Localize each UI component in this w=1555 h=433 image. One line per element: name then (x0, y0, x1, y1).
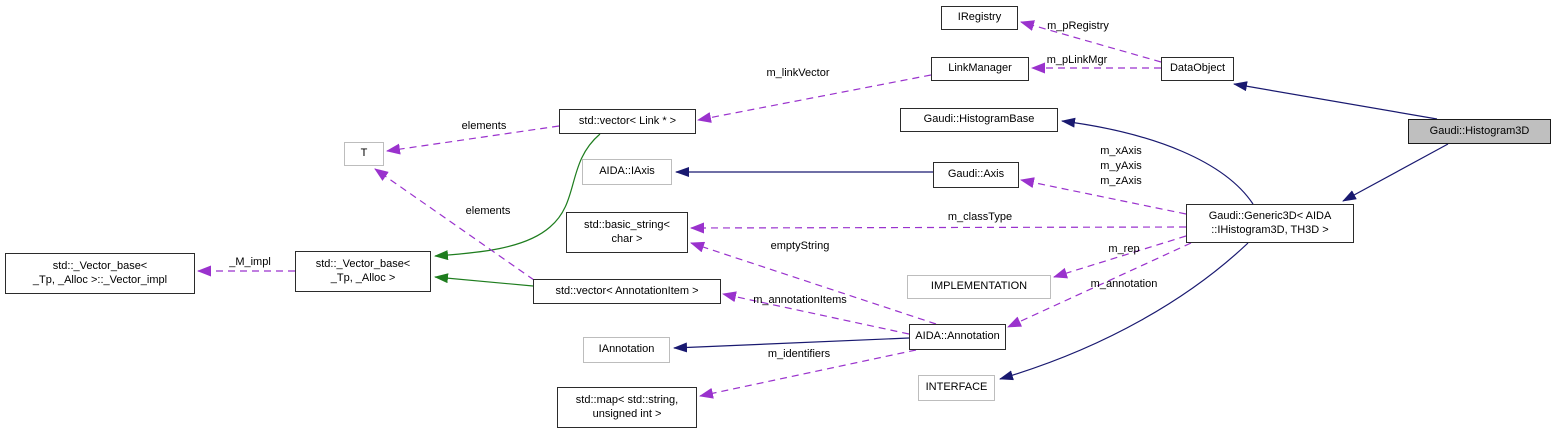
node-interface[interactable]: INTERFACE (918, 375, 995, 401)
node-vectorannotationitem[interactable]: std::vector< AnnotationItem > (533, 279, 721, 304)
node-annotation[interactable]: AIDA::Annotation (909, 324, 1006, 350)
node-dataobject[interactable]: DataObject (1161, 57, 1234, 81)
edge-histogram3d-generic3d (1342, 143, 1449, 202)
edge-vectorlink-t (386, 125, 560, 155)
edge-generic3d-implementation (1053, 235, 1187, 279)
node-aidaiaxis[interactable]: AIDA::IAxis (582, 159, 672, 185)
node-iregistry[interactable]: IRegistry (941, 6, 1018, 30)
node-histogram3d[interactable]: Gaudi::Histogram3D (1408, 119, 1551, 144)
node-implementation[interactable]: IMPLEMENTATION (907, 275, 1051, 299)
node-linkmanager[interactable]: LinkManager (931, 57, 1029, 81)
edge-vectorlink-vectorbase (434, 133, 601, 261)
edge-dataobject-iregistry (1020, 20, 1162, 63)
edge-generic3d-histogrambase (1061, 117, 1254, 205)
edge-linkmanager-vectorlink (697, 74, 932, 123)
node-histogrambase[interactable]: Gaudi::HistogramBase (900, 108, 1058, 132)
edge-annotation-vectorannotationitem (722, 291, 910, 335)
edge-vectorannotationitem-vectorbase (434, 273, 534, 287)
edge-annotation-map (699, 349, 917, 399)
node-vectorlink[interactable]: std::vector< Link * > (559, 109, 696, 134)
node-gaudiaxis[interactable]: Gaudi::Axis (933, 162, 1019, 188)
edge-generic3d-basicstring (690, 222, 1187, 234)
edge-annotation-basicstring (690, 241, 937, 325)
node-generic3d[interactable]: Gaudi::Generic3D< AIDA ::IHistogram3D, T… (1186, 204, 1354, 243)
node-vectorimpl[interactable]: std::_Vector_base< _Tp, _Alloc >::_Vecto… (5, 253, 195, 294)
edge-histogram3d-dataobject (1233, 81, 1438, 120)
node-t[interactable]: T (344, 142, 384, 166)
node-map[interactable]: std::map< std::string, unsigned int > (557, 387, 697, 428)
edge-annotation-iannotation (673, 337, 910, 353)
edge-generic3d-annotation (1007, 242, 1192, 328)
edge-generic3d-interface (999, 242, 1249, 381)
node-basicstring[interactable]: std::basic_string< char > (566, 212, 688, 253)
edge-generic3d-gaudiaxis (1020, 177, 1187, 215)
node-vectorbase[interactable]: std::_Vector_base< _Tp, _Alloc > (295, 251, 431, 292)
node-iannotation[interactable]: IAnnotation (583, 337, 670, 363)
edge-vectorannotationitem-t (374, 168, 535, 281)
